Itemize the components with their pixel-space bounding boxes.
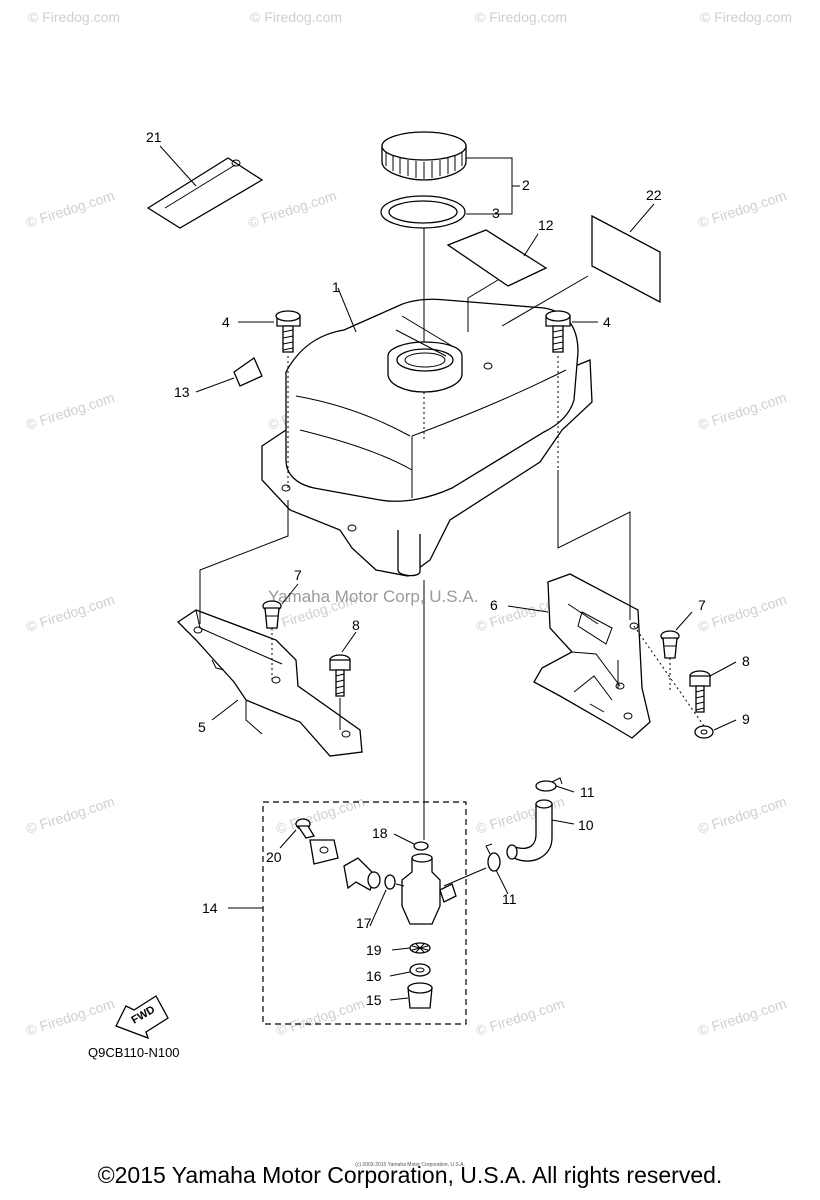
watermark: © Firedog.com <box>24 995 116 1039</box>
callout-7-left: 7 <box>294 567 302 583</box>
watermark: © Firedog.com <box>700 9 792 25</box>
callout-13: 13 <box>174 384 190 400</box>
part-8-bolt-right <box>689 670 711 713</box>
watermark: © Firedog.com <box>274 995 366 1039</box>
watermark: © Firedog.com <box>250 9 342 25</box>
watermark: © Firedog.com <box>24 187 116 231</box>
copyright-footer: ©2015 Yamaha Motor Corporation, U.S.A. A… <box>97 1162 723 1188</box>
watermark: © Firedog.com <box>696 389 788 433</box>
part-22-label <box>591 214 661 304</box>
tiny-copyright-note: (c) 2003-2015 Yamaha Motor Corporation, … <box>355 1162 465 1168</box>
callout-19: 19 <box>366 942 382 958</box>
part-7-damper-left <box>262 600 282 629</box>
callout-3: 3 <box>492 205 500 221</box>
part-14-fuel-cock-body <box>395 853 487 925</box>
part-19-filter <box>409 942 431 954</box>
watermark: © Firedog.com <box>696 995 788 1039</box>
callout-4-right: 4 <box>603 314 611 330</box>
part-14-plate <box>309 839 339 865</box>
callout-12: 12 <box>538 217 554 233</box>
callout-9: 9 <box>742 711 750 727</box>
callout-11-bottom: 11 <box>502 891 517 907</box>
part-5-bracket-left <box>176 609 363 757</box>
watermark: © Firedog.com <box>475 9 567 25</box>
part-4-bolt-right <box>545 310 571 353</box>
callout-2: 2 <box>522 177 530 193</box>
part-17-o-ring <box>384 874 396 890</box>
part-11-clip-top <box>535 777 563 792</box>
part-9-washer <box>694 725 714 739</box>
part-2-fuel-cap <box>381 131 467 181</box>
callout-22: 22 <box>646 187 662 203</box>
part-16-washer <box>409 963 431 977</box>
watermark: © Firedog.com <box>696 591 788 635</box>
watermark-center: Yamaha Motor Corp, U.S.A. <box>268 587 478 606</box>
callout-14: 14 <box>202 900 218 916</box>
callout-17: 17 <box>356 915 372 931</box>
callout-20: 20 <box>266 849 282 865</box>
part-7-damper-right <box>660 630 680 659</box>
part-3-gasket <box>380 195 466 229</box>
part-11-clip-bottom <box>485 843 501 872</box>
part-6-bracket-right <box>533 573 651 739</box>
watermark: © Firedog.com <box>24 389 116 433</box>
callout-15: 15 <box>366 992 382 1008</box>
part-14-lever <box>343 857 381 891</box>
callout-16: 16 <box>366 968 382 984</box>
fwd-arrow-icon: FWD <box>115 995 169 1040</box>
part-14-assembly-boundary <box>262 801 467 1025</box>
callout-1: 1 <box>332 279 340 295</box>
callout-11-top: 11 <box>580 784 595 800</box>
part-13-label <box>233 357 263 387</box>
callout-6: 6 <box>490 597 498 613</box>
part-10-hose <box>506 799 553 862</box>
callout-10: 10 <box>578 817 594 833</box>
part-8-bolt-left <box>329 654 351 697</box>
callout-4-left: 4 <box>222 314 230 330</box>
part-18-o-ring <box>413 841 429 851</box>
watermark: © Firedog.com <box>474 995 566 1039</box>
watermark: © Firedog.com <box>246 187 338 231</box>
watermark: © Firedog.com <box>24 793 116 837</box>
alignment-lines <box>199 228 705 840</box>
part-1-fuel-tank <box>261 298 593 577</box>
watermark: © Firedog.com <box>696 187 788 231</box>
part-21-label <box>146 157 264 229</box>
callout-numbers: 1 2 3 4 4 5 6 7 7 8 8 9 10 11 11 12 13 1… <box>146 129 750 1008</box>
watermark: © Firedog.com <box>696 793 788 837</box>
callout-21: 21 <box>146 129 162 145</box>
watermark: © Firedog.com <box>28 9 120 25</box>
callout-18: 18 <box>372 825 388 841</box>
diagram-reference-code: Q9CB110-N100 <box>88 1045 180 1060</box>
part-12-label <box>446 229 548 287</box>
leader-lines <box>159 145 737 1001</box>
callout-8-left: 8 <box>352 617 360 633</box>
part-20-screw <box>295 818 316 839</box>
callout-8-right: 8 <box>742 653 750 669</box>
part-15-cup <box>407 982 433 1009</box>
callout-5: 5 <box>198 719 206 735</box>
watermark: © Firedog.com <box>274 793 366 837</box>
watermark: © Firedog.com <box>24 591 116 635</box>
callout-7-right: 7 <box>698 597 706 613</box>
part-4-bolt-left <box>275 310 301 353</box>
